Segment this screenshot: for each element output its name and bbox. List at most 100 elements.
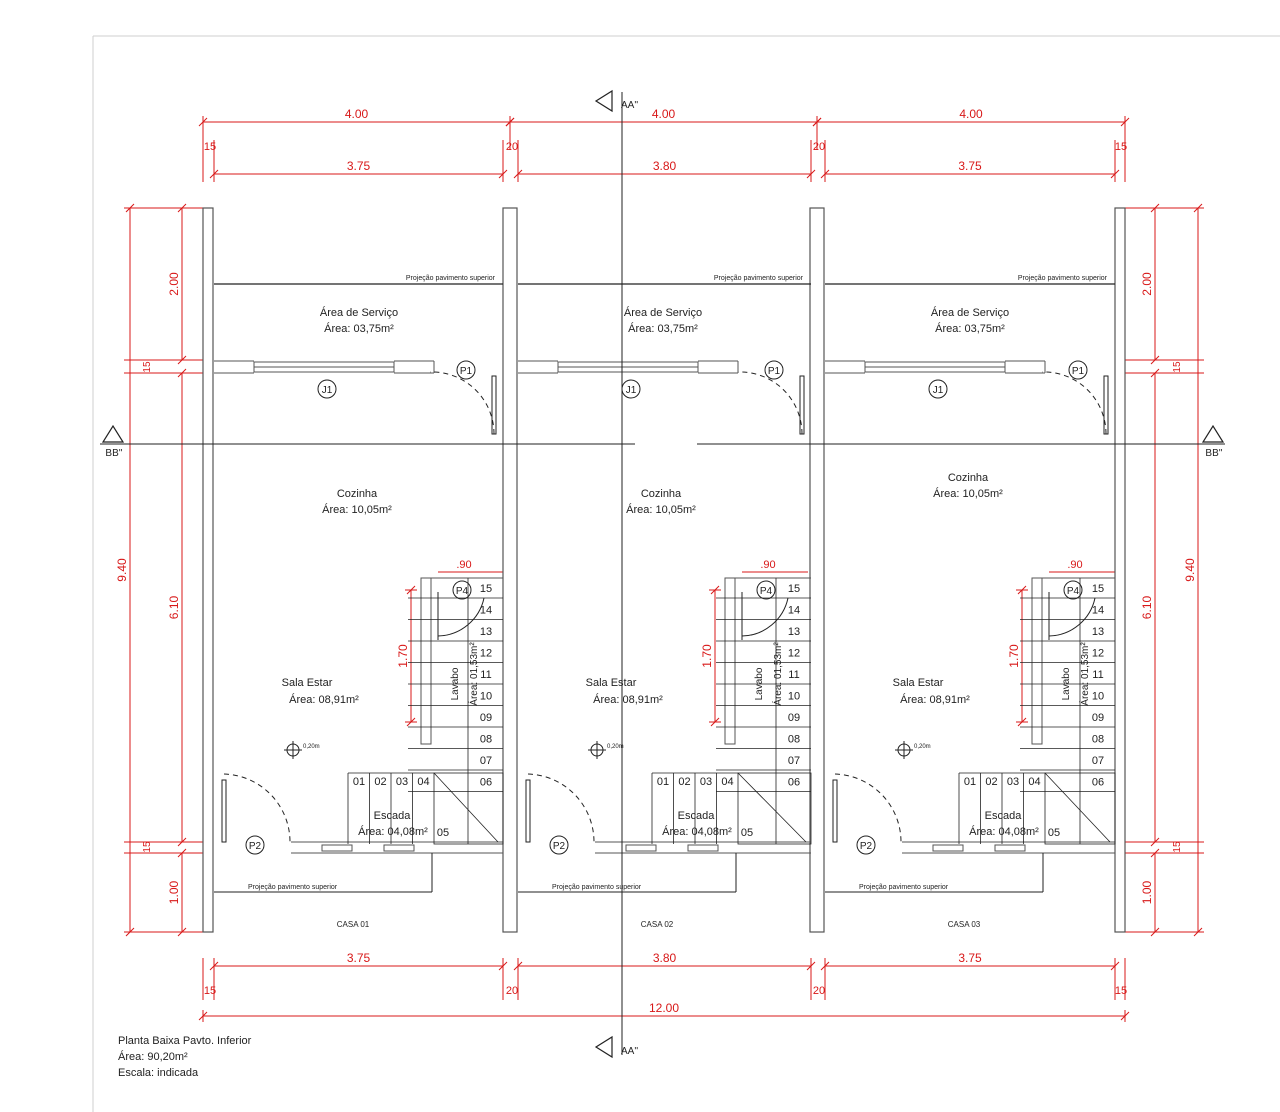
section-label-aa: AA'' — [621, 100, 638, 111]
room-name-servico: Área de Serviço — [931, 306, 1009, 319]
dim-right-total-text: 9.40 — [1183, 558, 1197, 582]
room-area-sala: Área: 08,91m² — [289, 693, 359, 706]
drawing-caption: Planta Baixa Pavto. Inferior Área: 90,20… — [118, 1033, 251, 1081]
dim-lavabo-length-slash — [1017, 585, 1027, 595]
stair-step-number: 07 — [480, 755, 492, 767]
dim-wall-thickness: 15 — [142, 361, 153, 373]
stair-step-number: 01 — [353, 776, 365, 788]
stair-step-number: 04 — [1028, 776, 1040, 788]
stair-step-number: 01 — [964, 776, 976, 788]
stair-step-number: 08 — [1092, 734, 1104, 746]
stair-step-number: 14 — [788, 605, 800, 617]
door-p1-swing — [737, 371, 803, 435]
stair-step-number: 08 — [480, 734, 492, 746]
window-tag-text: J1 — [626, 385, 637, 396]
stair-step-number: 02 — [374, 776, 386, 788]
room-name-sala: Sala Estar — [282, 677, 333, 689]
door-p4-tag-circle — [756, 580, 776, 600]
dim-wall-thickness: 20 — [813, 141, 825, 153]
section-arrow-aa-top — [594, 89, 613, 113]
dim-wall-thickness: 15 — [1115, 985, 1127, 997]
room-name-cozinha: Cozinha — [337, 488, 378, 500]
door-p4-tag-circle — [1063, 580, 1083, 600]
window-tag-text: J1 — [933, 385, 944, 396]
dim-right-front-text: 1.00 — [1140, 880, 1154, 904]
dim-lavabo-length-text: 1.70 — [1007, 644, 1021, 668]
dim-bottom-inner-3-text: 3.75 — [958, 951, 982, 965]
window-tag-circle — [317, 379, 337, 399]
window-tag-text: J1 — [322, 385, 333, 396]
stair-landing — [433, 772, 504, 845]
door-p1-tag-text: P1 — [768, 366, 781, 377]
stair-step-number: 12 — [1092, 648, 1104, 660]
stair-landing — [1044, 772, 1116, 845]
room-name-sala: Sala Estar — [893, 677, 944, 689]
level-marker-text: 0,20m — [607, 744, 624, 750]
door-p4-swing — [741, 597, 789, 637]
stair-step-number: 07 — [788, 755, 800, 767]
door-p1-tag-text: P1 — [460, 366, 473, 377]
stair-step-number: 13 — [480, 626, 492, 638]
level-marker-text: 0,20m — [914, 744, 931, 750]
stair-step-number: 11 — [788, 669, 799, 681]
stair-step-number: 10 — [480, 691, 492, 703]
dim-left-total-text: 9.40 — [115, 558, 129, 582]
section-label-bb: BB'' — [1205, 448, 1222, 459]
dim-top-house-1-text: 4.00 — [345, 107, 369, 121]
room-area-servico: Área: 03,75m² — [935, 322, 1005, 335]
stair-landing-diagonal — [737, 772, 807, 843]
walls — [202, 207, 1126, 933]
stair-step-number: 14 — [480, 605, 492, 617]
stair-step-number: 06 — [1092, 777, 1104, 789]
dim-bottom-total-slash — [1120, 1011, 1130, 1021]
door-p2-swing — [834, 773, 902, 843]
door-p1-leaf — [491, 375, 497, 435]
door-p2-tag-circle — [549, 835, 569, 855]
stair-step-number: 14 — [1092, 605, 1104, 617]
section-arrow-bb-left — [101, 424, 125, 443]
stair-step-number: 13 — [1092, 626, 1104, 638]
door-p2-tag-text: P2 — [249, 841, 262, 852]
lavabo-wall — [724, 577, 736, 745]
stair-step-number: 08 — [788, 734, 800, 746]
dim-right-middle-text: 6.10 — [1140, 595, 1154, 619]
door-p2-tag-circle — [856, 835, 876, 855]
dim-left-front-text: 1.00 — [167, 880, 181, 904]
house-name: CASA 02 — [641, 920, 674, 929]
dim-lavabo-length-slash — [1017, 717, 1027, 727]
dim-stair-width: .90 — [1067, 559, 1082, 571]
room-name-escada: Escada — [985, 810, 1023, 822]
stair-step-number: 11 — [480, 669, 491, 681]
stair-step-number: 13 — [788, 626, 800, 638]
door-p2-swing — [223, 773, 291, 843]
door-p4-swing — [1048, 597, 1096, 637]
stair-step-number: 11 — [1092, 669, 1103, 681]
room-area-escada: Área: 04,08m² — [662, 825, 732, 838]
house-name: CASA 03 — [948, 920, 981, 929]
stair-step-number: 10 — [788, 691, 800, 703]
door-p2-swing — [527, 773, 595, 843]
stair-step-number: 09 — [1092, 712, 1104, 724]
dim-stair-width: .90 — [456, 559, 471, 571]
sheet-frame — [92, 35, 1280, 1112]
house-name: CASA 01 — [337, 920, 370, 929]
projection-label-top: Projeção pavimento superior — [1018, 275, 1108, 282]
dim-wall-thickness: 20 — [506, 141, 518, 153]
room-area-cozinha: Área: 10,05m² — [626, 503, 696, 516]
door-p2-tag-text: P2 — [860, 841, 873, 852]
dim-wall-thickness: 20 — [813, 985, 825, 997]
room-name-servico: Área de Serviço — [624, 306, 702, 319]
front-window — [383, 844, 415, 852]
stair-step-number: 07 — [1092, 755, 1104, 767]
dim-stair-width: .90 — [760, 559, 775, 571]
room-area-escada: Área: 04,08m² — [969, 825, 1039, 838]
stair-step-number: 01 — [657, 776, 669, 788]
stair-step-number: 05 — [437, 827, 449, 839]
dim-top-inner-2-text: 3.80 — [653, 159, 677, 173]
door-p2-tag-circle — [245, 835, 265, 855]
stair-step-number: 05 — [1048, 827, 1060, 839]
room-name-cozinha: Cozinha — [948, 472, 989, 484]
door-p4-tag-text: P4 — [456, 586, 469, 597]
